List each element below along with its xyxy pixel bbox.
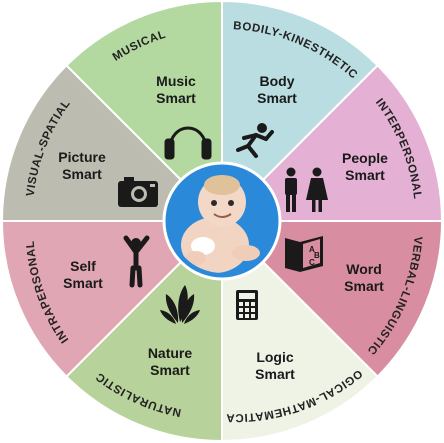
- man-woman-icon: [285, 167, 328, 212]
- svg-text:A: A: [309, 245, 315, 254]
- label-body-line1: Body: [260, 73, 295, 89]
- label-logic-line1: Logic: [256, 349, 294, 365]
- svg-text:B: B: [314, 251, 320, 260]
- segment-verbal: [219, 220, 444, 378]
- label-word-line1: Word: [346, 261, 382, 277]
- segment-logical: [221, 218, 379, 443]
- arms-raised-person-icon: [123, 235, 150, 288]
- label-self-line1: Self: [70, 258, 96, 274]
- label-music-line1: Music: [156, 73, 196, 89]
- calculator-icon: [236, 290, 258, 320]
- label-word-line2: Smart: [344, 278, 384, 294]
- label-picture-line1: Picture: [58, 149, 106, 165]
- label-logic-line2: Smart: [255, 366, 295, 382]
- label-music-line2: Smart: [156, 90, 196, 106]
- segment-labels: Music Smart Body Smart People Smart Word…: [58, 73, 388, 382]
- headphones-icon: [164, 126, 212, 160]
- segment-visual: [0, 64, 225, 222]
- label-people-line2: Smart: [345, 167, 385, 183]
- label-picture-line2: Smart: [62, 166, 102, 182]
- segment-bodily: [221, 0, 379, 224]
- label-people-line1: People: [342, 150, 388, 166]
- baby-icon: [181, 175, 260, 273]
- camera-icon: [118, 177, 158, 207]
- segment-musical: [65, 0, 223, 224]
- label-nature-line1: Nature: [148, 345, 193, 361]
- label-nature-line2: Smart: [150, 362, 190, 378]
- svg-text:C: C: [309, 258, 315, 267]
- running-person-icon: [236, 123, 274, 158]
- label-body-line2: Smart: [257, 90, 297, 106]
- segment-intrapersonal: [0, 220, 225, 378]
- leaves-icon: [160, 285, 200, 324]
- abc-book-icon: A B C: [285, 236, 323, 272]
- center-badge: [162, 161, 282, 281]
- segment-naturalistic: [65, 218, 223, 443]
- segment-interpersonal: [219, 64, 444, 222]
- label-self-line2: Smart: [63, 275, 103, 291]
